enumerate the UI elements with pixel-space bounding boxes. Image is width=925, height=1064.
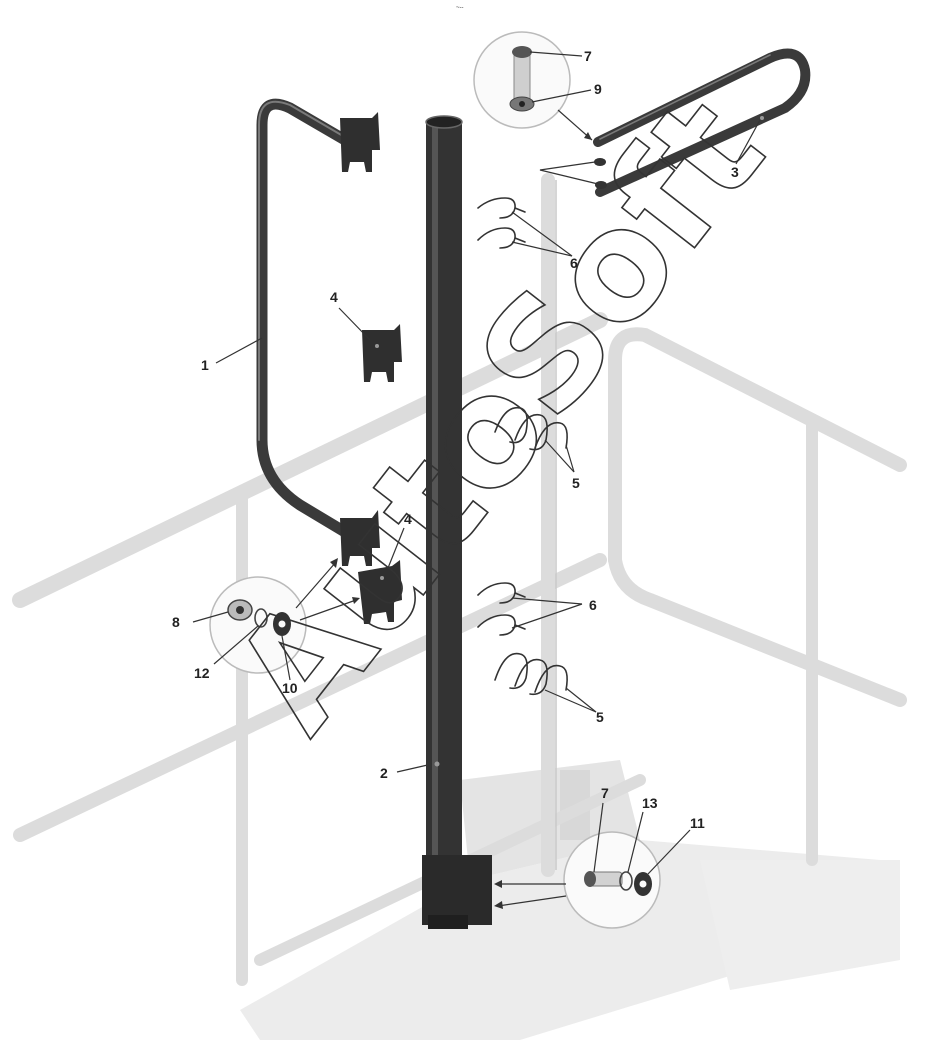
header-mark: ~-- (456, 5, 464, 11)
pole-top-cap (425, 115, 463, 129)
part-4-clamp-upper (362, 324, 402, 382)
handrail-tube (256, 98, 356, 541)
callout-12: 12 (194, 665, 210, 681)
handrail-top-bracket (340, 112, 380, 172)
detail-circle-bottom (494, 831, 661, 929)
callout-labels: 1 2 3 4 4 5 5 6 6 7 7 8 9 10 11 12 13 (172, 48, 739, 831)
part-5-ubolts-lower (494, 652, 568, 696)
top-bar-tube (593, 48, 811, 197)
rail-right-bottom (608, 553, 907, 707)
part-4-clamp-lower (358, 560, 402, 624)
lock-washer-12-icon (254, 608, 268, 628)
handrail-bottom-bracket (340, 510, 380, 566)
callout-3: 3 (731, 164, 739, 180)
callout-6-upper: 6 (570, 255, 578, 271)
rail-right-top (608, 327, 907, 567)
rail-upper-left (12, 312, 608, 608)
background-structure (12, 173, 907, 1040)
part-2-pole (422, 115, 492, 929)
callout-13: 13 (642, 795, 658, 811)
callout-10: 10 (282, 680, 298, 696)
part-5-ubolts-upper (494, 406, 568, 451)
callout-2: 2 (380, 765, 388, 781)
callout-5-upper: 5 (572, 475, 580, 491)
part-6-ubolts-lower (477, 582, 526, 636)
callout-7-lower: 7 (601, 785, 609, 801)
callout-4-upper: 4 (330, 289, 338, 305)
watermark-text: AutoSoft (201, 67, 797, 762)
part-1-handrail (256, 98, 380, 566)
platform-side (700, 860, 900, 990)
callout-7-upper: 7 (584, 48, 592, 64)
rail-lower-left (13, 553, 607, 842)
callout-6-lower: 6 (589, 597, 597, 613)
leader-lines (192, 51, 761, 875)
detail-circle-top (473, 31, 607, 189)
bolt-head-icon (512, 46, 532, 58)
part-3-top-bar (593, 48, 811, 197)
callout-9: 9 (594, 81, 602, 97)
callout-5-lower: 5 (596, 709, 604, 725)
callout-4-lower: 4 (404, 511, 412, 527)
lock-washer-13-icon (619, 871, 633, 891)
bolt-7-body (513, 51, 531, 105)
callout-11: 11 (690, 815, 705, 831)
pole-base-plate (422, 855, 492, 925)
callout-8: 8 (172, 614, 180, 630)
callout-1: 1 (201, 357, 209, 373)
detail-circle-left (209, 558, 360, 674)
part-6-ubolts-upper (477, 197, 526, 249)
